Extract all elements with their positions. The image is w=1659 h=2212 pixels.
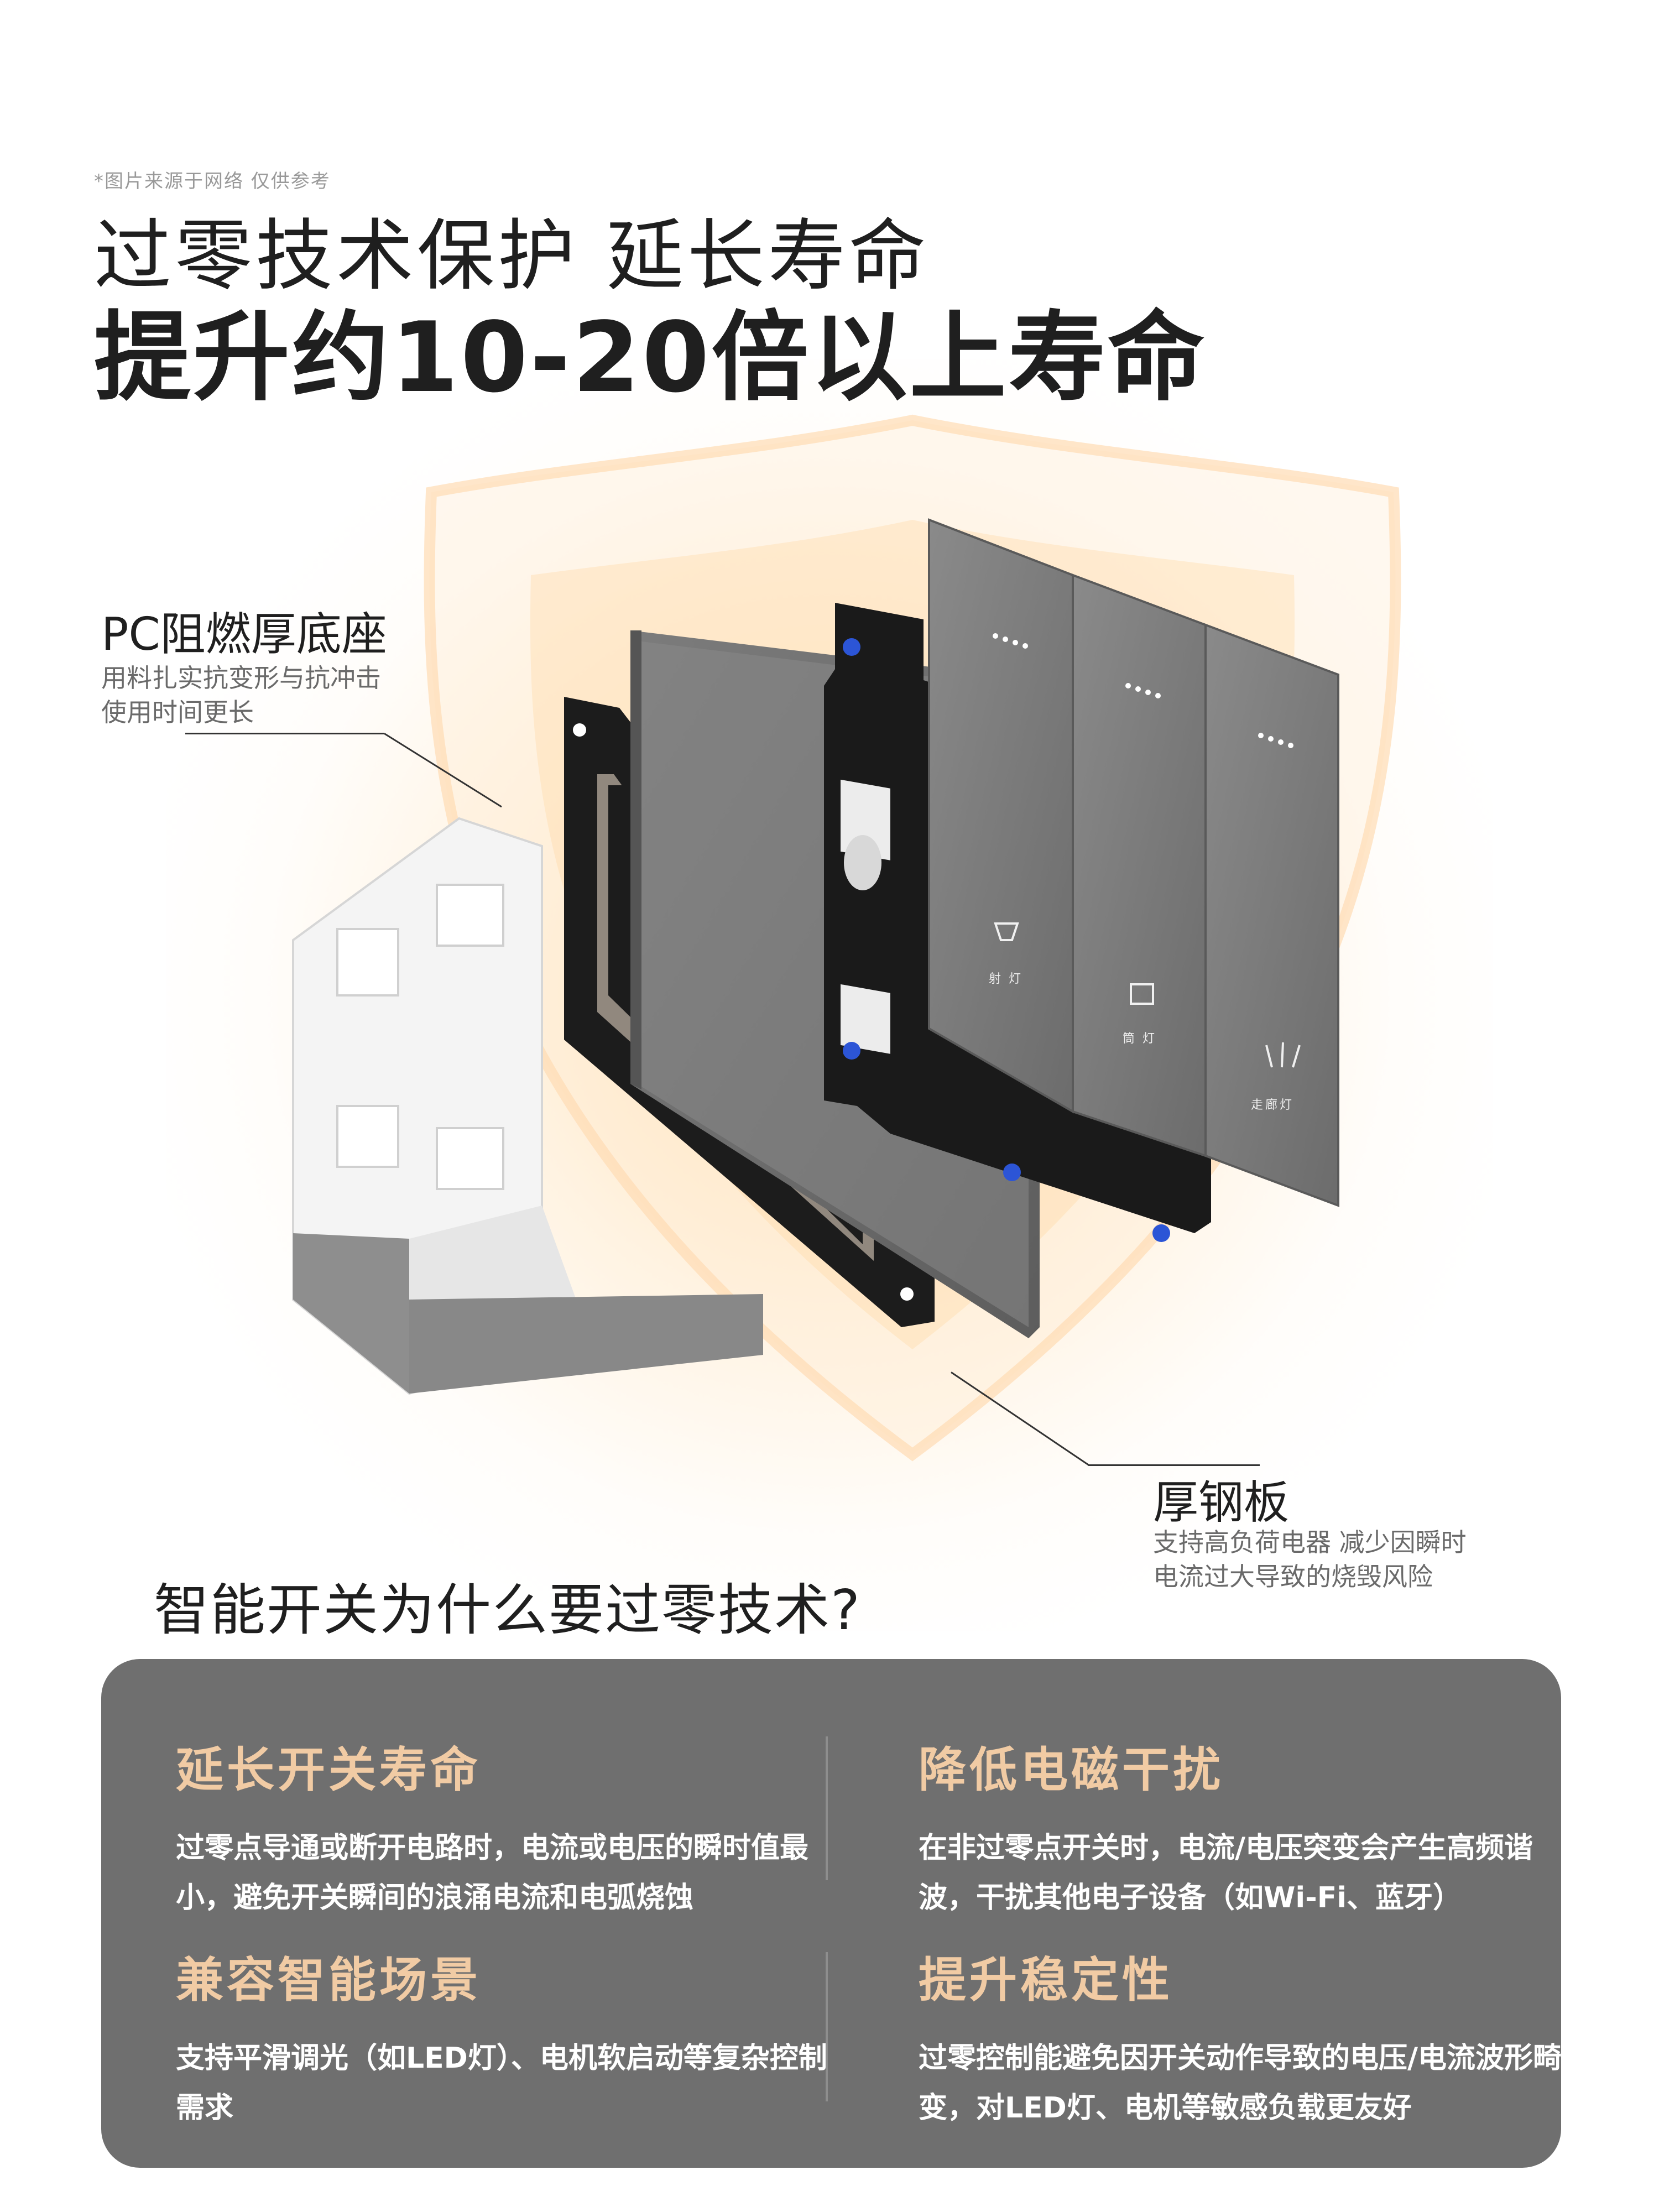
benefit-text: 过零控制能避免因开关动作导致的电压/电流波形畸变，对LED灯、电机等敏感负载更友… <box>919 2042 1562 2125</box>
spotlight-icon <box>994 922 1019 941</box>
button-label-down: 筒灯 <box>1123 1032 1163 1046</box>
benefit-text: 过零点导通或断开电路时，电流或电压的瞬时值最小，避免开关瞬间的浪涌电流和电弧烧蚀 <box>176 1832 809 1914</box>
annotation-base-leader <box>185 733 384 734</box>
benefit-title: 降低电磁干扰 <box>919 1743 1224 1798</box>
exploded-switch-illustration <box>292 518 1339 1395</box>
corridor-light-icon <box>1265 1042 1301 1068</box>
screw-icon <box>1152 1224 1170 1242</box>
benefit-title: 提升稳定性 <box>919 1953 1173 2008</box>
divider <box>826 1736 828 1880</box>
button-label-spot: 射灯 <box>989 972 1029 986</box>
screw-icon <box>1003 1164 1021 1181</box>
annotation-base-title: PC阻燃厚底座 <box>101 608 387 661</box>
benefit-title: 延长开关寿命 <box>176 1743 481 1798</box>
downlight-icon <box>1130 983 1154 1005</box>
annotation-steel-desc1: 支持高负荷电器 减少因瞬时 <box>1153 1527 1467 1557</box>
annotation-base-desc1: 用料扎实抗变形与抗冲击 <box>101 663 381 693</box>
headline-secondary: 提升约10-20倍以上寿命 <box>94 302 1207 414</box>
section-question: 智能开关为什么要过零技术? <box>154 1578 862 1642</box>
annotation-steel-leader <box>1088 1464 1260 1466</box>
screw-icon <box>843 1042 860 1060</box>
button-label-corridor: 走廊灯 <box>1251 1098 1295 1112</box>
benefit-text: 支持平滑调光（如LED灯）、电机软启动等复杂控制需求 <box>176 2042 827 2125</box>
image-disclaimer: *图片来源于网络 仅供参考 <box>94 170 331 192</box>
benefit-compatibility: 兼容智能场景 支持平滑调光（如LED灯）、电机软启动等复杂控制需求 <box>176 1941 839 2133</box>
headline-primary: 过零技术保护 延长寿命 <box>94 211 930 301</box>
switch-panel <box>928 518 1339 1207</box>
screw-icon <box>843 638 860 656</box>
annotation-base-desc2: 使用时间更长 <box>101 697 254 727</box>
benefit-title: 兼容智能场景 <box>176 1953 481 2008</box>
benefits-card: 延长开关寿命 过零点导通或断开电路时，电流或电压的瞬时值最小，避免开关瞬间的浪涌… <box>101 1659 1562 2168</box>
pc-base <box>292 817 763 1395</box>
divider <box>826 1952 828 2101</box>
benefit-emi: 降低电磁干扰 在非过零点开关时，电流/电压突变会产生高频谐波，干扰其他电子设备（… <box>919 1731 1582 1923</box>
benefit-lifespan: 延长开关寿命 过零点导通或断开电路时，电流或电压的瞬时值最小，避免开关瞬间的浪涌… <box>176 1731 839 1923</box>
benefit-stability: 提升稳定性 过零控制能避免因开关动作导致的电压/电流波形畸变，对LED灯、电机等… <box>919 1941 1582 2133</box>
annotation-steel-title: 厚钢板 <box>1153 1477 1290 1529</box>
annotation-steel-desc2: 电流过大导致的烧毁风险 <box>1153 1562 1433 1592</box>
benefit-text: 在非过零点开关时，电流/电压突变会产生高频谐波，干扰其他电子设备（如Wi-Fi、… <box>919 1832 1533 1914</box>
